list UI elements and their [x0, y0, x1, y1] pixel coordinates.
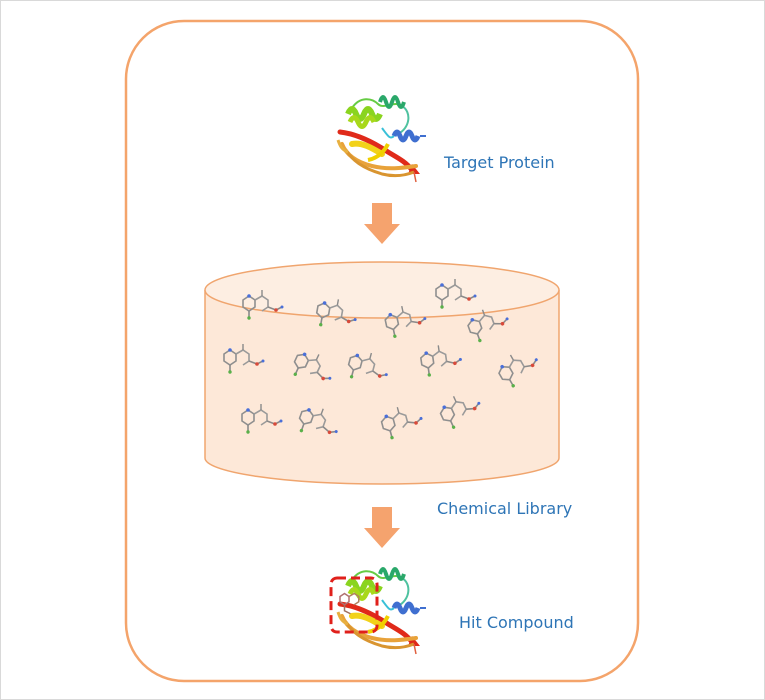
chemical-library-cylinder [204, 261, 560, 485]
binding-site-highlight [329, 576, 379, 634]
down-arrow-icon [364, 203, 400, 244]
chemical-library-label: Chemical Library [437, 499, 573, 518]
target-protein-label: Target Protein [444, 153, 555, 172]
down-arrow-icon [364, 507, 400, 548]
bound-ligand-icon [339, 592, 360, 615]
hit-compound-label: Hit Compound [459, 613, 574, 632]
